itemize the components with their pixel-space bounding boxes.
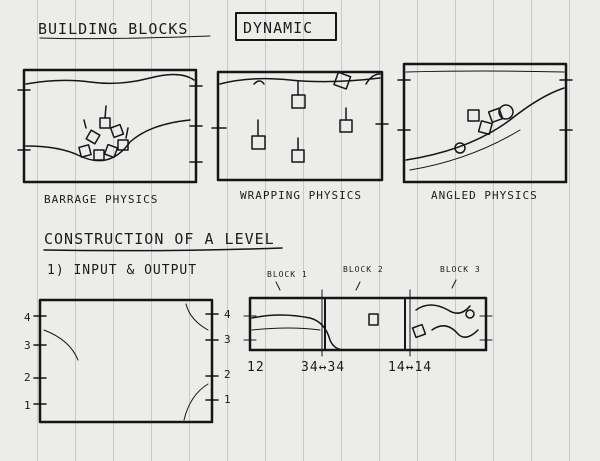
block-bottom-label-1: 12 (247, 360, 265, 375)
panel-caption-angled: ANGLED PHYSICS (431, 189, 538, 202)
left-tick-1: 1 (24, 399, 32, 412)
section-heading: CONSTRUCTION OF A LEVEL (44, 230, 275, 248)
block-label-1: BLOCK 1 (267, 270, 308, 279)
right-tick-4: 4 (224, 308, 232, 321)
block-label-3: BLOCK 3 (440, 265, 481, 274)
panel-caption-barrage: BARRAGE PHYSICS (44, 193, 159, 206)
right-tick-2: 2 (224, 368, 232, 381)
panel-barrage (17, 68, 203, 184)
panel-wrapping (211, 70, 389, 182)
left-tick-2: 2 (24, 371, 32, 384)
io-box (33, 298, 219, 424)
section-underline (43, 247, 283, 252)
right-tick-1: 1 (224, 393, 232, 406)
subsection-heading: 1) INPUT & OUTPUT (47, 263, 198, 278)
block-label-2: BLOCK 2 (343, 265, 384, 274)
block-bottom-label-2: 34↔34 (301, 360, 346, 375)
left-tick-3: 3 (24, 339, 32, 352)
panel-angled (397, 62, 573, 184)
mode-box (235, 12, 337, 41)
panel-caption-wrapping: WRAPPING PHYSICS (240, 189, 362, 202)
right-tick-3: 3 (224, 333, 232, 346)
left-tick-4: 4 (24, 311, 32, 324)
block-bottom-label-3: 14↔14 (388, 360, 433, 375)
page-title: BUILDING BLOCKS (38, 20, 189, 38)
title-underline (39, 35, 211, 40)
block-strip (243, 279, 493, 357)
mode-label: DYNAMIC (243, 19, 314, 37)
